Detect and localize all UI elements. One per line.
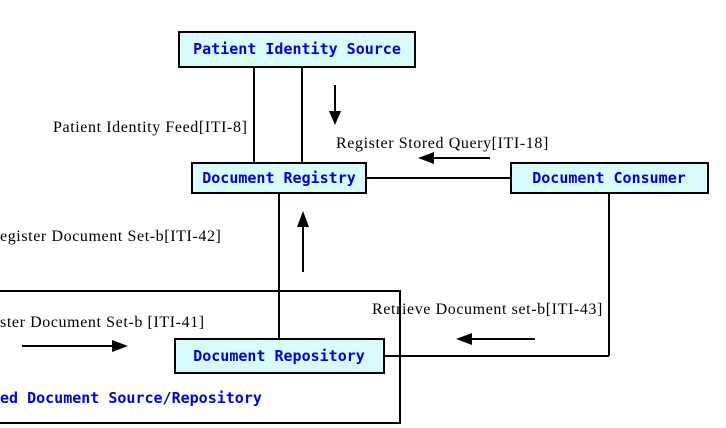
patient-identity-source-actor: Patient Identity Source [178,31,416,68]
stored-query-arrow [418,152,490,164]
provide-register-document-set-label: ster Document Set-b [ITI-41] [0,314,205,331]
document-consumer-label: Document Consumer [532,169,686,187]
document-repository-actor: Document Repository [174,338,385,374]
group-label: ed Document Source/Repository [0,389,262,407]
patient-identity-feed-label: Patient Identity Feed[ITI-8] [53,119,248,136]
document-registry-actor: Document Registry [191,162,367,194]
provide-register-arrow [22,340,128,352]
patient-identity-source-label: Patient Identity Source [193,40,401,58]
retrieve-document-set-label: Retrieve Document set-b[ITI-43] [372,301,603,318]
register-stored-query-label: Register Stored Query[ITI-18] [336,135,549,152]
document-registry-label: Document Registry [202,169,356,187]
register-document-set-label: egister Document Set-b[ITI-42] [0,228,221,245]
patient-identity-feed-arrow [329,85,341,125]
retrieve-document-arrow [456,333,535,345]
document-consumer-actor: Document Consumer [510,162,709,194]
document-repository-label: Document Repository [193,347,365,365]
register-document-arrow [297,211,309,272]
